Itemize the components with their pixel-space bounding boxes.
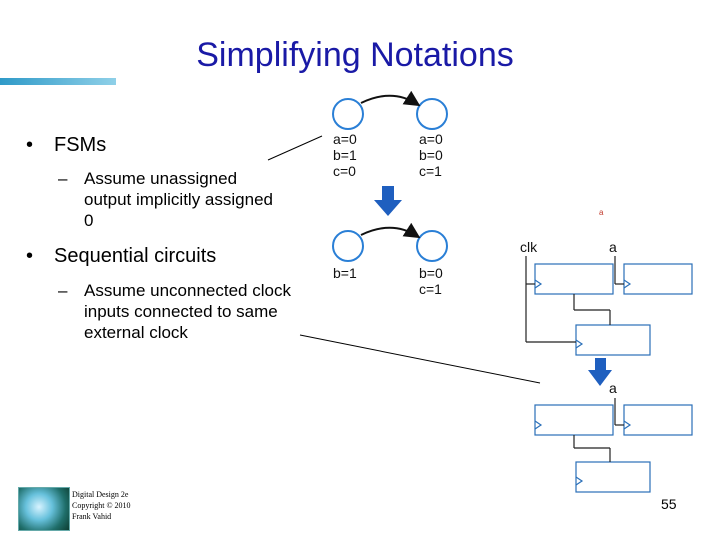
register-block <box>575 461 651 493</box>
sub-glyph: – <box>58 169 68 188</box>
state-circle <box>416 98 448 130</box>
clock-triangle <box>575 339 584 349</box>
publisher-logo <box>18 487 70 531</box>
footer-line: Frank Vahid <box>72 512 112 521</box>
state-output: b=0 <box>419 147 443 163</box>
bottom-circuit <box>534 404 693 493</box>
footer-copyright: Digital Design 2e Copyright © 2010 Frank… <box>72 489 131 522</box>
state-output: c=0 <box>333 163 356 179</box>
clock-triangle <box>623 279 632 289</box>
slide-title: Simplifying Notations <box>196 36 514 74</box>
bullet-sequential-circuits: • Sequential circuits <box>26 245 217 268</box>
register-block <box>534 404 614 436</box>
clock-triangle <box>534 279 543 289</box>
transition-arrow <box>360 90 421 107</box>
register-block <box>623 404 693 436</box>
down-arrow-icon <box>374 186 402 216</box>
clock-triangle <box>534 420 543 430</box>
sub-glyph: – <box>58 281 68 300</box>
down-arrow-icon <box>588 358 612 386</box>
state-output: a=0 <box>419 131 443 147</box>
top-circuit <box>534 263 693 356</box>
small-label: a <box>599 208 604 217</box>
register-block <box>575 324 651 356</box>
sub-sequential-circuits: – Assume unconnected clock inputs connec… <box>58 280 296 343</box>
bullet-text: FSMs <box>54 134 107 156</box>
bullet-glyph: • <box>26 134 34 156</box>
footer-line: Digital Design 2e <box>72 490 129 499</box>
sub-text: Assume unassigned output implicitly assi… <box>84 169 273 230</box>
register-block <box>534 263 614 295</box>
state-output: c=1 <box>419 281 442 297</box>
state-output: b=0 <box>419 265 443 281</box>
bullet-fsms: • FSMs <box>26 134 107 157</box>
state-circle <box>416 230 448 262</box>
state-circle <box>332 98 364 130</box>
top-circuit-wires <box>525 256 624 343</box>
clock-triangle <box>575 476 584 486</box>
state-output: a=0 <box>333 131 357 147</box>
clock-triangle <box>623 420 632 430</box>
state-output: b=1 <box>333 265 357 281</box>
register-block <box>623 263 693 295</box>
bullet-text: Sequential circuits <box>54 245 217 267</box>
callout-line-fsm <box>267 135 323 161</box>
state-output: c=1 <box>419 163 442 179</box>
state-circle <box>332 230 364 262</box>
sub-fsms: – Assume unassigned output implicitly as… <box>58 168 284 231</box>
a-label: a <box>609 380 617 396</box>
accent-bar <box>0 78 116 85</box>
bullet-glyph: • <box>26 245 34 267</box>
a-label: a <box>609 239 617 255</box>
state-output: b=1 <box>333 147 357 163</box>
transition-arrow <box>360 222 421 239</box>
clk-label: clk <box>520 239 538 255</box>
footer-line: Copyright © 2010 <box>72 501 131 510</box>
callout-line-circuit <box>299 334 541 384</box>
bottom-circuit-wires <box>573 398 624 462</box>
page-number: 55 <box>661 496 677 512</box>
sub-text: Assume unconnected clock inputs connecte… <box>84 281 291 342</box>
